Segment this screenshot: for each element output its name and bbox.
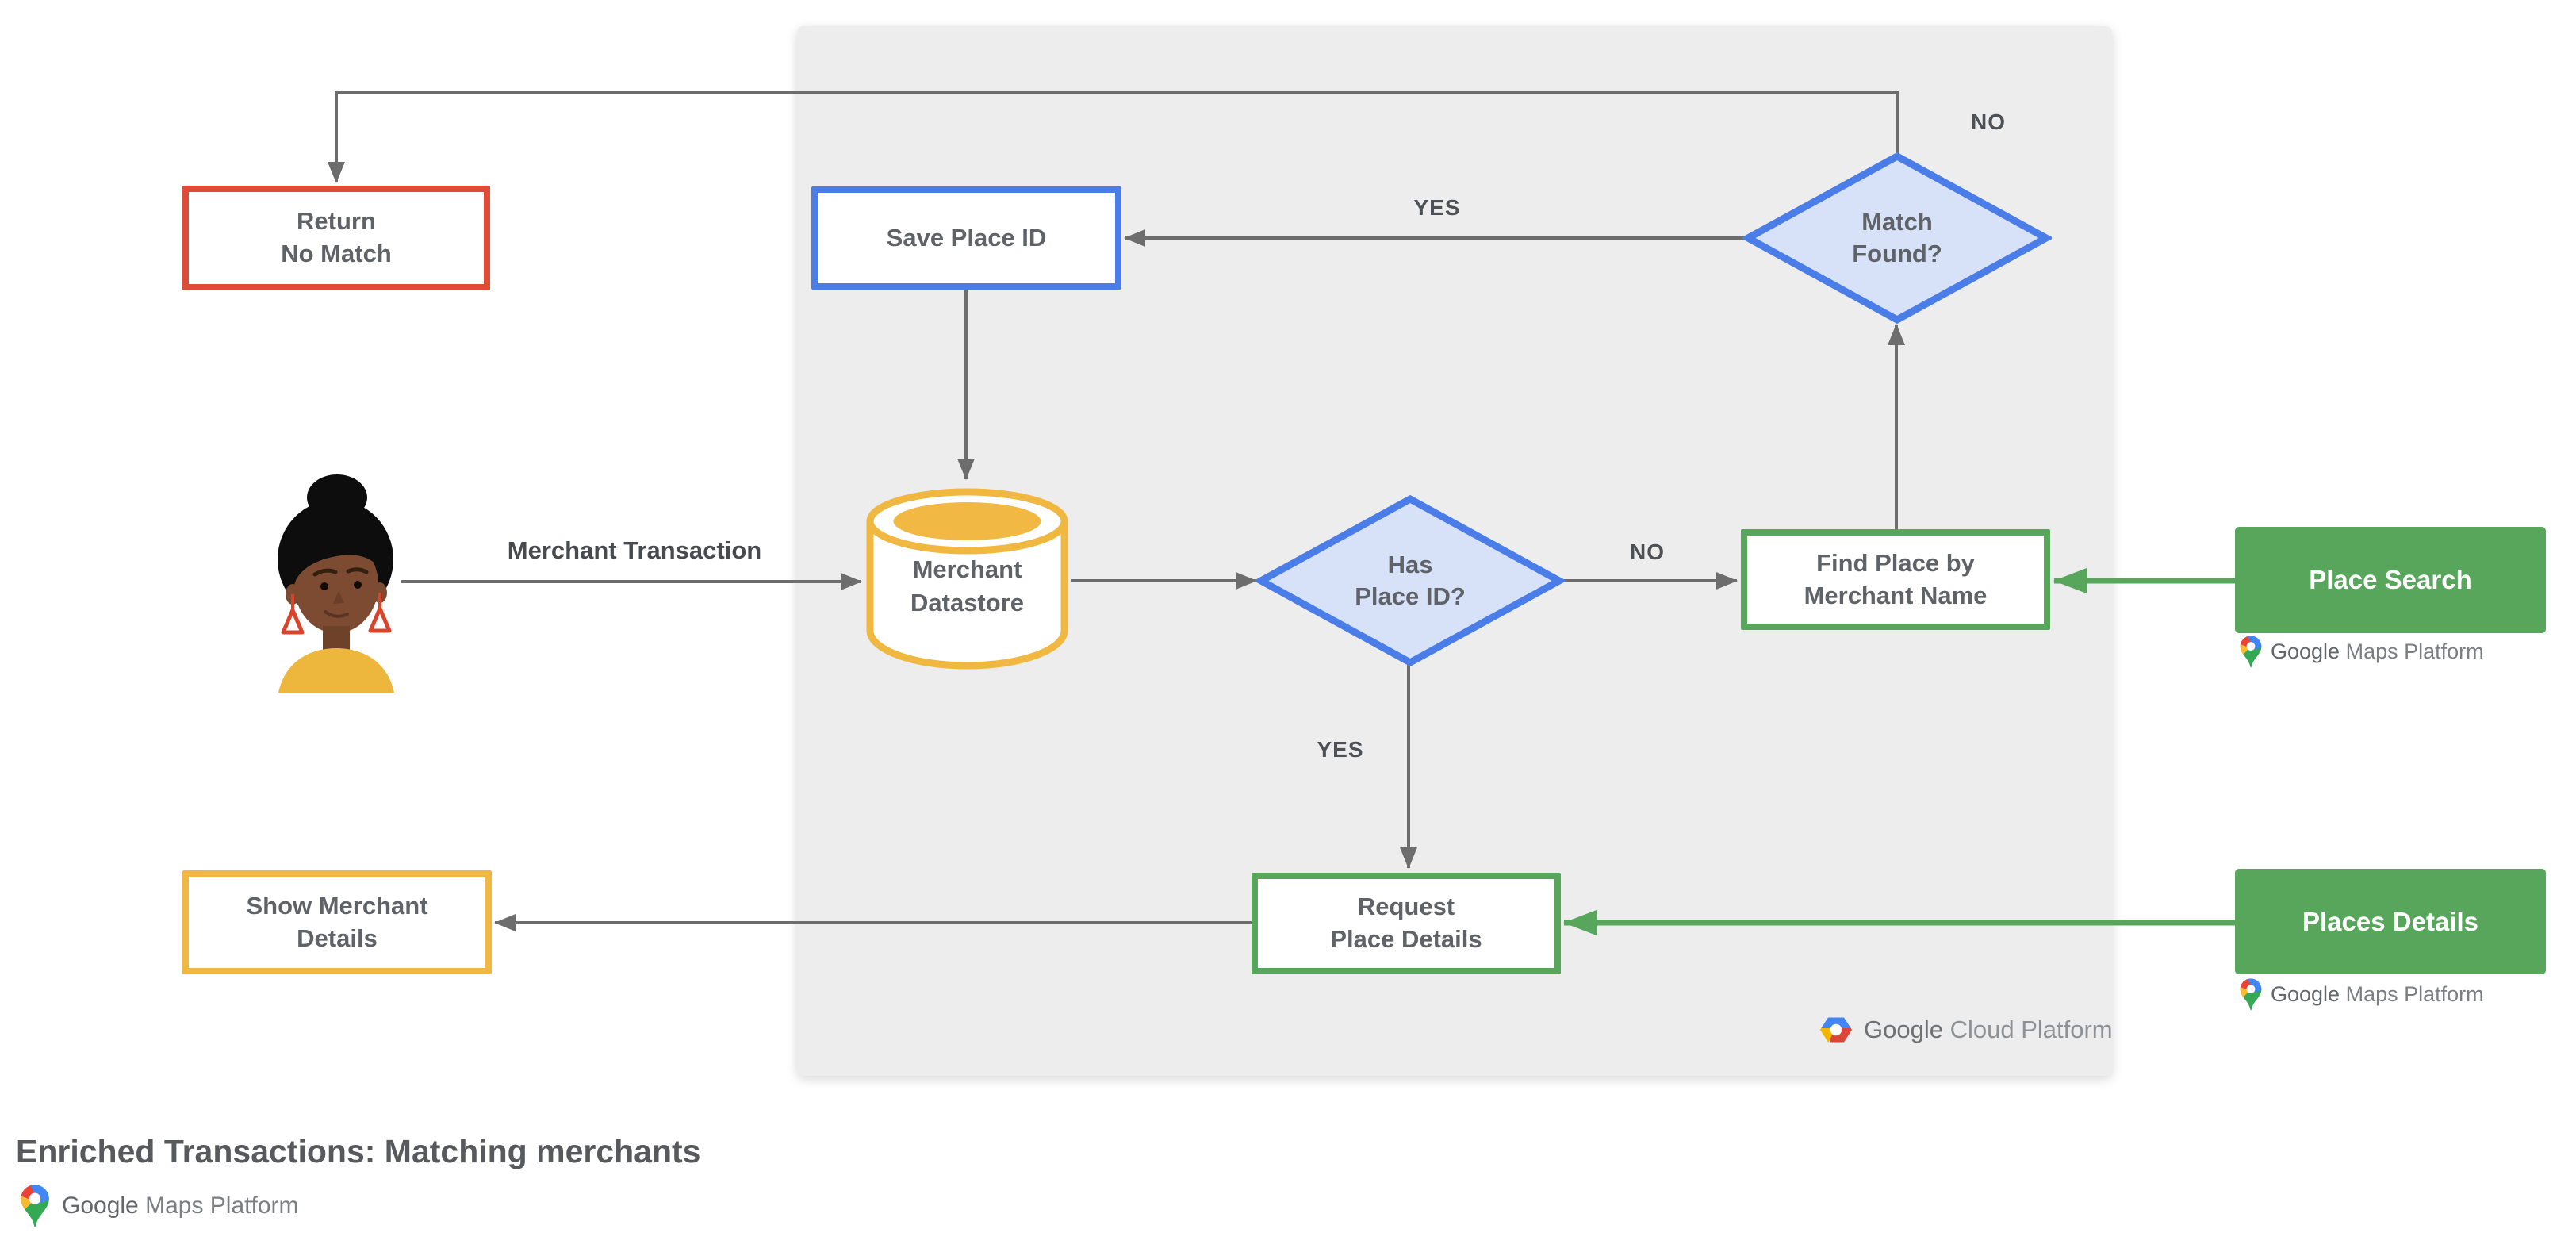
google-cloud-platform-logo: Google Cloud Platform	[1819, 1014, 2113, 1046]
diamond-shape	[1740, 152, 2054, 325]
merchant-transaction-label: Merchant Transaction	[507, 536, 762, 564]
node-places-details-api: Places Details	[2235, 869, 2546, 974]
edge-label-has-yes: YES	[1317, 737, 1364, 762]
merchant-datastore-label: Merchant Datastore	[910, 555, 1024, 617]
node-find-place-by-merchant-name: Find Place by Merchant Name	[1741, 529, 2050, 630]
maps-pin-icon	[2240, 978, 2262, 1011]
gmp-logo-maps-platform: Maps Platform	[2345, 639, 2484, 663]
gcp-hexagon-icon	[1820, 1017, 1852, 1043]
gmp-logo-maps-platform: Maps Platform	[145, 1192, 299, 1219]
gmp-logo-text: Google Maps Platform	[2271, 982, 2484, 1007]
gmp-logo-maps-platform: Maps Platform	[2345, 982, 2484, 1006]
merchant-datastore-cylinder	[866, 488, 1068, 670]
gcp-logo-cloud-platform: Cloud Platform	[1949, 1016, 2113, 1043]
gmp-logo-text: Google Maps Platform	[62, 1192, 298, 1219]
node-show-merchant-details: Show Merchant Details	[182, 870, 492, 974]
gcp-logo-google: Google	[1864, 1016, 1943, 1043]
maps-pin-icon	[2240, 636, 2262, 668]
gmp-logo-google: Google	[2271, 639, 2340, 663]
gmp-logo-place-search: Google Maps Platform	[2239, 634, 2484, 670]
node-place-search-api: Place Search	[2235, 527, 2546, 633]
maps-pin-icon	[21, 1185, 49, 1227]
gcp-logo-text: Google Cloud Platform	[1864, 1016, 2113, 1044]
decision-has-place-id: Has Place ID?	[1253, 494, 1567, 667]
gmp-logo-footer: Google Maps Platform	[19, 1182, 298, 1230]
gmp-logo-google: Google	[62, 1192, 139, 1219]
node-save-place-id: Save Place ID	[811, 186, 1121, 290]
decision-match-found-label: Match Found?	[1852, 207, 1942, 267]
node-return-no-match: Return No Match	[182, 186, 490, 290]
decision-match-found: Match Found?	[1740, 152, 2054, 325]
diamond-shape	[1253, 494, 1567, 667]
node-request-place-details: Request Place Details	[1252, 873, 1561, 974]
gmp-logo-places-details: Google Maps Platform	[2239, 977, 2484, 1012]
gmp-logo-text: Google Maps Platform	[2271, 639, 2484, 664]
diagram-title: Enriched Transactions: Matching merchant…	[16, 1133, 701, 1169]
edge-label-match-yes: YES	[1413, 195, 1461, 220]
edge-label-match-no: NO	[1971, 109, 2006, 134]
merchant-user-avatar	[278, 474, 394, 693]
edge-label-has-no: NO	[1630, 540, 1665, 564]
decision-has-place-id-label: Has Place ID?	[1355, 550, 1466, 610]
gmp-logo-google: Google	[2271, 982, 2340, 1006]
